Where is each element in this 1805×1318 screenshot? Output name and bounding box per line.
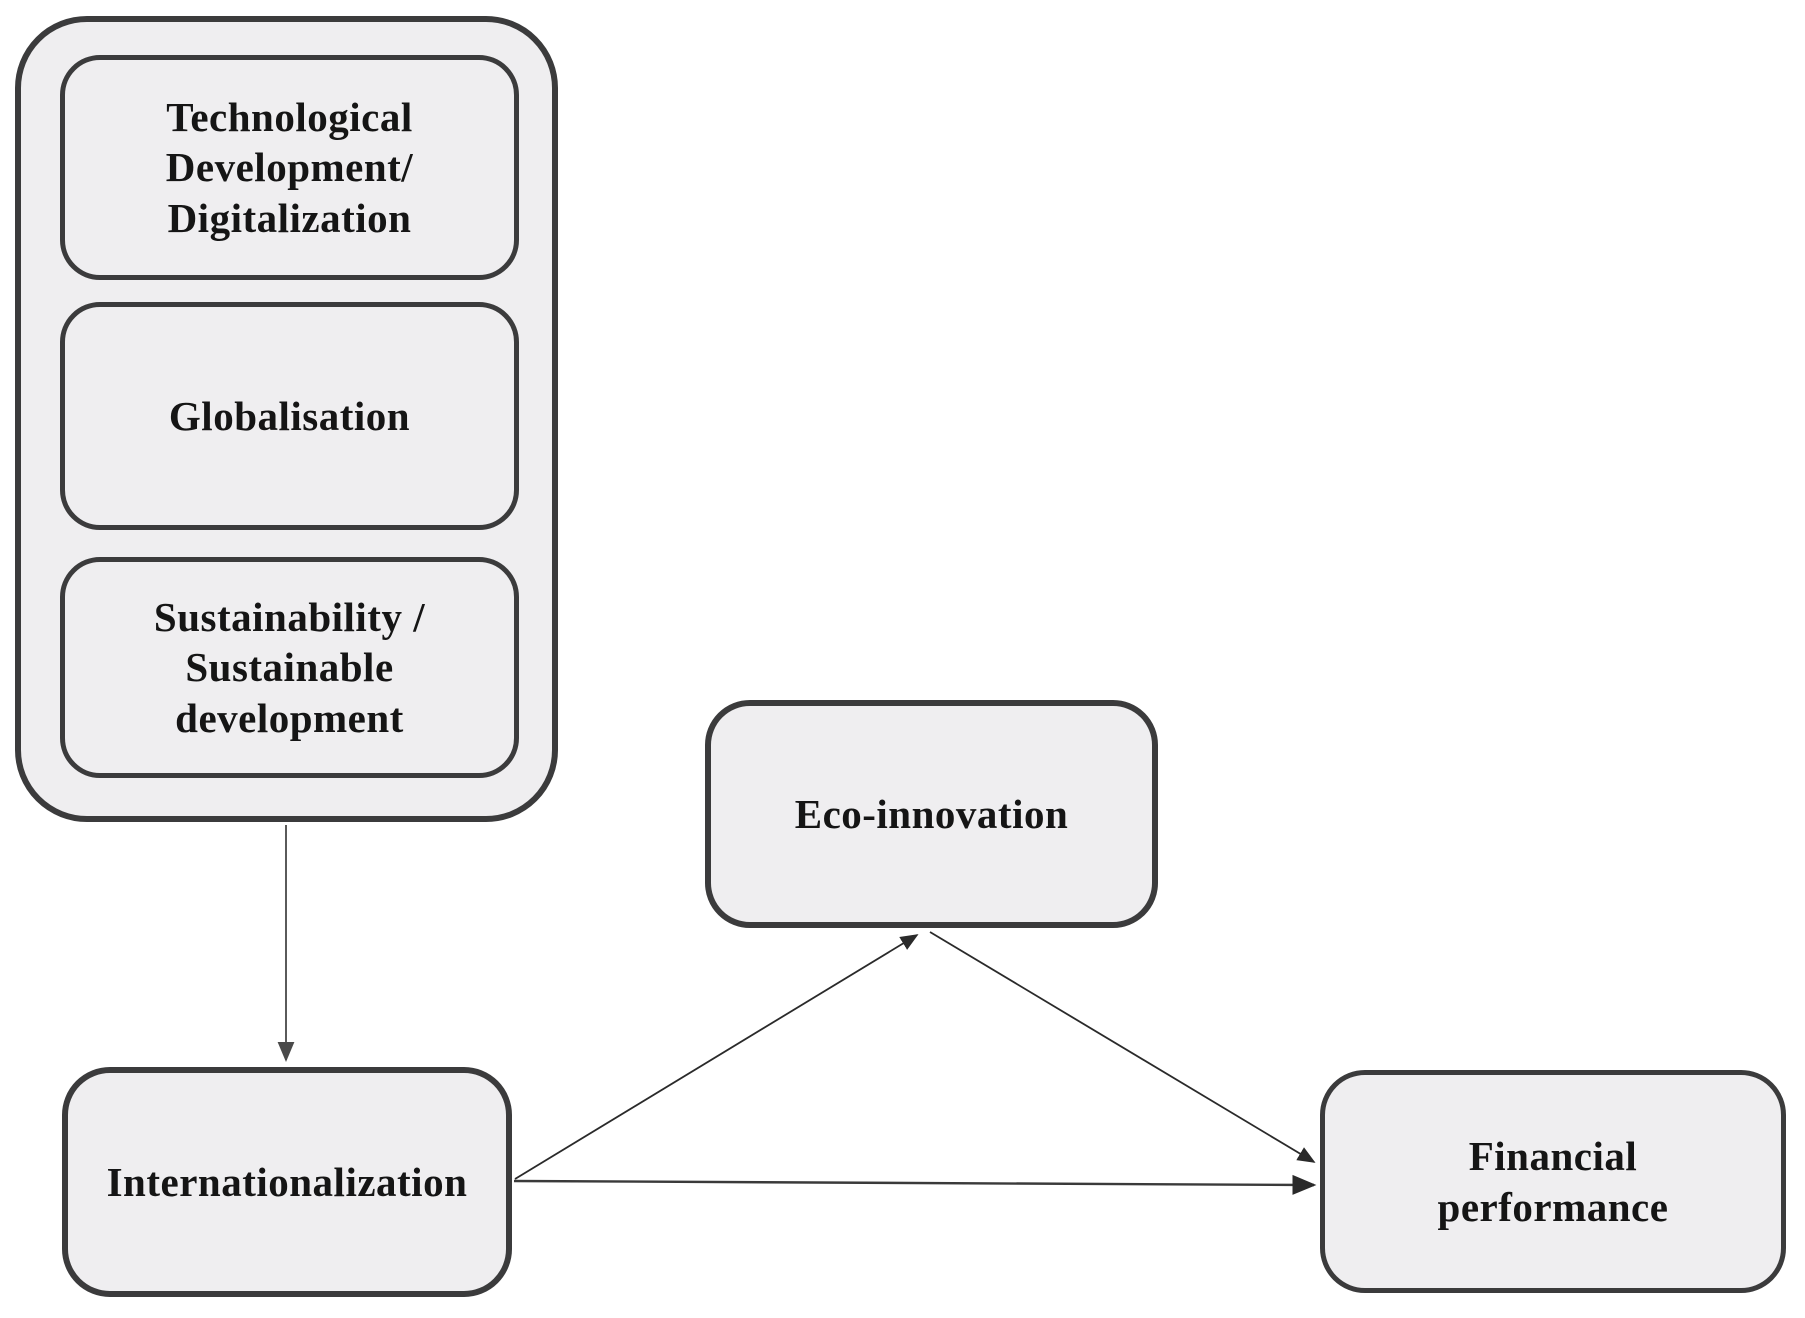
- arrow-internationalization-to-financial-performance: [513, 1174, 1317, 1195]
- node-label-technological-development: Technological Development/ Digitalizatio…: [165, 94, 414, 241]
- node-label-eco-innovation: Eco-innovation: [794, 790, 1069, 837]
- node-label-financial-performance: Financial performance: [1437, 1133, 1669, 1230]
- node-label-sustainability: Sustainability / Sustainable development: [153, 594, 426, 741]
- node-internationalization: Internationalization: [62, 1067, 512, 1297]
- arrow-eco-innovation-to-financial-performance: [929, 931, 1316, 1163]
- arrow-internationalization-to-eco-innovation: [514, 934, 919, 1180]
- node-eco-innovation: Eco-innovation: [705, 700, 1158, 928]
- node-label-globalisation: Globalisation: [168, 392, 411, 439]
- node-label-internationalization: Internationalization: [106, 1158, 468, 1205]
- node-technological-development: Technological Development/ Digitalizatio…: [60, 55, 519, 280]
- node-sustainability: Sustainability / Sustainable development: [60, 557, 519, 778]
- node-financial-performance: Financial performance: [1320, 1070, 1786, 1293]
- node-globalisation: Globalisation: [60, 302, 519, 530]
- drivers-group-container: Technological Development/ Digitalizatio…: [15, 16, 558, 822]
